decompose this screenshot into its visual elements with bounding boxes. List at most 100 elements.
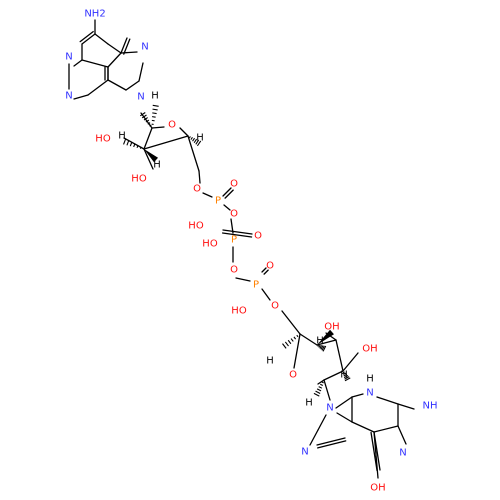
bond [94, 33, 109, 45]
bond [284, 341, 289, 347]
atom-label-gu_o6: OH [370, 483, 385, 494]
bond [261, 267, 267, 273]
atom-label-pa_oh: HO [188, 221, 204, 232]
bond [222, 229, 253, 235]
bond [317, 379, 325, 385]
bond [221, 232, 253, 238]
bond [313, 392, 320, 397]
bond [151, 116, 156, 118]
bond [318, 344, 321, 348]
atom-label-gu_o4p: O [289, 370, 297, 381]
bond [133, 143, 136, 148]
bond [309, 429, 319, 446]
bond [290, 338, 294, 342]
atom-label-ad_h1p: H [151, 91, 159, 102]
bond [316, 339, 337, 346]
atom-label-gu_h3p: H [316, 336, 324, 347]
atom-label-ad_h3p: H [153, 160, 161, 171]
atom-label-gu_h3: H [366, 374, 374, 385]
bond [351, 393, 364, 398]
bond [79, 30, 94, 43]
bond [335, 396, 353, 409]
bond [320, 383, 324, 387]
bond [198, 170, 201, 184]
bond [73, 59, 83, 67]
bond [282, 343, 287, 349]
bond [370, 431, 378, 472]
atom-label-pa: P [215, 196, 221, 207]
bond [222, 187, 232, 197]
bond-lines [68, 19, 415, 479]
bond [373, 431, 381, 471]
bond [397, 425, 407, 445]
bond [147, 122, 151, 125]
atom-label-ad_n1: N [65, 52, 72, 63]
atom-label-o5a: O [193, 184, 201, 195]
bond [125, 80, 140, 91]
bond [196, 140, 202, 147]
bond [263, 269, 269, 275]
bond [107, 43, 122, 54]
atom-label-ad_h4p: H [196, 133, 204, 144]
bond [230, 218, 234, 234]
atom-label-nh2: NH2 [84, 9, 105, 20]
bond [299, 333, 318, 346]
bond [323, 379, 331, 401]
bond [190, 136, 193, 140]
bond [179, 127, 189, 137]
atom-label-ad_ho2: HO [95, 134, 111, 145]
bond [321, 381, 324, 384]
bond [319, 344, 322, 349]
bond [343, 374, 349, 379]
atom-label-gu_oh2: OH [362, 344, 377, 355]
atom-label-pb_o2: O [230, 265, 238, 276]
bond [151, 126, 165, 129]
bond [316, 388, 322, 392]
bond [81, 59, 109, 68]
bond [193, 138, 198, 144]
bond [149, 124, 152, 127]
bond [344, 376, 350, 380]
bond [342, 352, 359, 372]
atom-label-ad_o4p: O [168, 120, 176, 131]
bond [322, 345, 327, 352]
atom-label-pg_o1: O [266, 261, 274, 272]
bond [139, 146, 142, 149]
bond [187, 135, 200, 172]
atom-label-pa_o2: O [230, 209, 238, 220]
atom-label-pg_oh: HO [231, 306, 247, 317]
bond [152, 112, 157, 115]
bond [120, 37, 128, 54]
atom-label-gu_n3h: N [366, 388, 373, 399]
bond [129, 141, 133, 147]
bond [223, 204, 231, 211]
atom-label-o5g: O [271, 301, 279, 312]
bond [136, 145, 139, 149]
bond [293, 336, 297, 340]
atom-label-gu_h2p: H [340, 370, 348, 381]
bond [335, 339, 344, 372]
bond [317, 440, 347, 449]
bond [126, 140, 130, 146]
bond [321, 345, 325, 351]
bond [81, 33, 96, 45]
bond [152, 108, 158, 111]
atom-label-ad_n3: N [65, 91, 72, 102]
atom-label-ad_h2p: H [118, 131, 126, 142]
bond [235, 277, 251, 282]
bond [323, 370, 344, 381]
bond [152, 104, 159, 107]
bond [397, 403, 415, 410]
bond [317, 414, 327, 431]
atom-label-ad_n9: N [137, 92, 144, 103]
bond [287, 339, 292, 345]
bond [336, 412, 353, 423]
bond [315, 390, 321, 394]
bond [143, 127, 153, 150]
bond [143, 117, 148, 121]
atom-label-pg: P [253, 280, 259, 291]
bond [376, 396, 399, 405]
bond [293, 333, 301, 369]
bond [343, 373, 348, 377]
